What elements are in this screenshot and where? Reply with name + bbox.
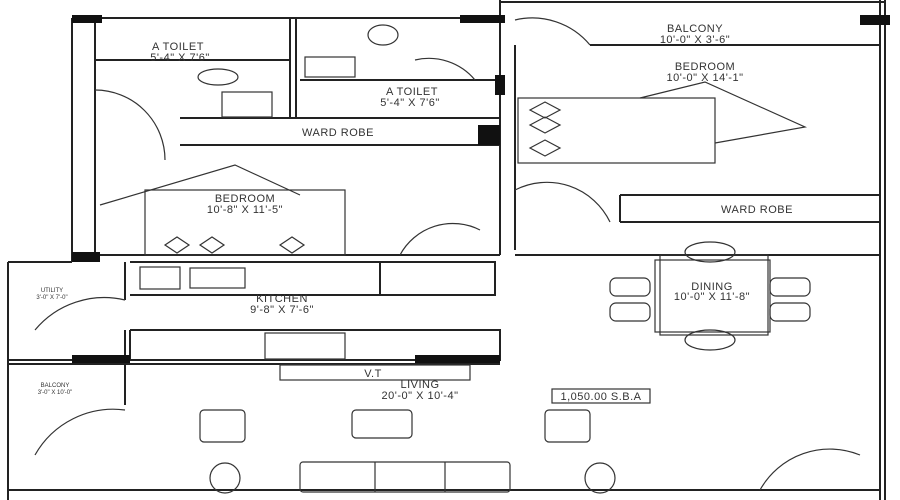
balcony-top-name: BALCONY	[667, 23, 723, 35]
toilet-fixture	[197, 68, 239, 86]
utility-size: 3'-0" X 7'-0"	[36, 295, 67, 301]
area-box	[551, 388, 651, 404]
dining-name: DINING	[691, 281, 733, 293]
wall-blocks	[72, 15, 890, 363]
kitchen-name: KITCHEN	[256, 293, 308, 305]
living-size: 20'-0" X 10'-4"	[382, 390, 459, 402]
toilet-fixture	[367, 24, 399, 46]
fixtures	[99, 24, 811, 494]
sink	[221, 91, 273, 118]
bedroom-right-name: BEDROOM	[675, 61, 735, 73]
toilet-right-size: 5'-4" X 7'6"	[380, 97, 440, 109]
dining-size: 10'-0" X 11'-8"	[674, 291, 750, 303]
walls	[7, 0, 886, 500]
bedroom-left-size: 10'-8" X 11'-5"	[207, 204, 283, 216]
bedroom-right-size: 10'-0" X 14'-1"	[667, 72, 744, 84]
wardrobe-left-label: WARD ROBE	[302, 127, 374, 139]
kitchen-counter	[189, 267, 246, 289]
bed-left	[144, 189, 346, 256]
wardrobe-right-label: WARD ROBE	[721, 204, 793, 216]
balcony-left-size: 3'-0" X 10'-0"	[38, 390, 73, 396]
area-label: 1,050.00 S.B.A	[561, 391, 642, 403]
bed-right	[517, 97, 716, 164]
utility-name: UTILITY	[41, 288, 63, 294]
sink	[304, 56, 356, 78]
kitchen-size: 9'-8" X 7'-6"	[250, 304, 314, 316]
sofa	[299, 461, 511, 493]
tv-label: V.T	[364, 368, 382, 380]
tv-unit	[279, 364, 471, 381]
toilet-right-name: A TOILET	[386, 86, 438, 98]
toilet-left-name: A TOILET	[152, 41, 204, 53]
bedroom-left-name: BEDROOM	[215, 193, 275, 205]
kitchen-sink	[139, 266, 181, 290]
living-name: LIVING	[400, 379, 439, 391]
room-labels: A TOILET 5'-4" X 7'6" A TOILET 5'-4" X 7…	[36, 23, 793, 404]
dining-table	[654, 259, 771, 333]
balcony-left-name: BALCONY	[41, 383, 70, 389]
toilet-left-size: 5'-4" X 7'6"	[150, 52, 210, 64]
doors[interactable]	[34, 17, 861, 491]
stove	[264, 332, 346, 360]
balcony-top-size: 10'-0" X 3'-6"	[660, 34, 730, 46]
